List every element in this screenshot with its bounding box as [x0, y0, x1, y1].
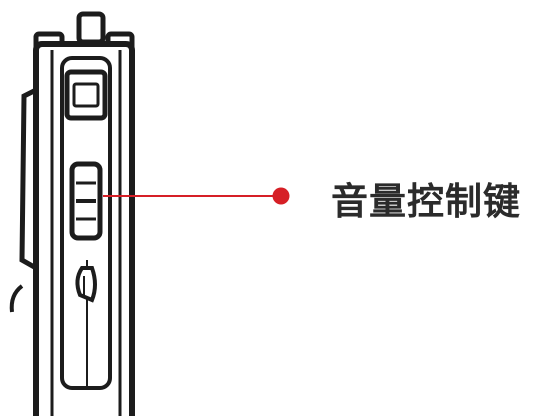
- volume-rocker: [69, 161, 103, 241]
- volume-key-label: 音量控制键: [331, 180, 521, 223]
- callout-dot: [272, 187, 290, 205]
- lower-switch: [75, 266, 97, 303]
- top-button: [64, 69, 108, 121]
